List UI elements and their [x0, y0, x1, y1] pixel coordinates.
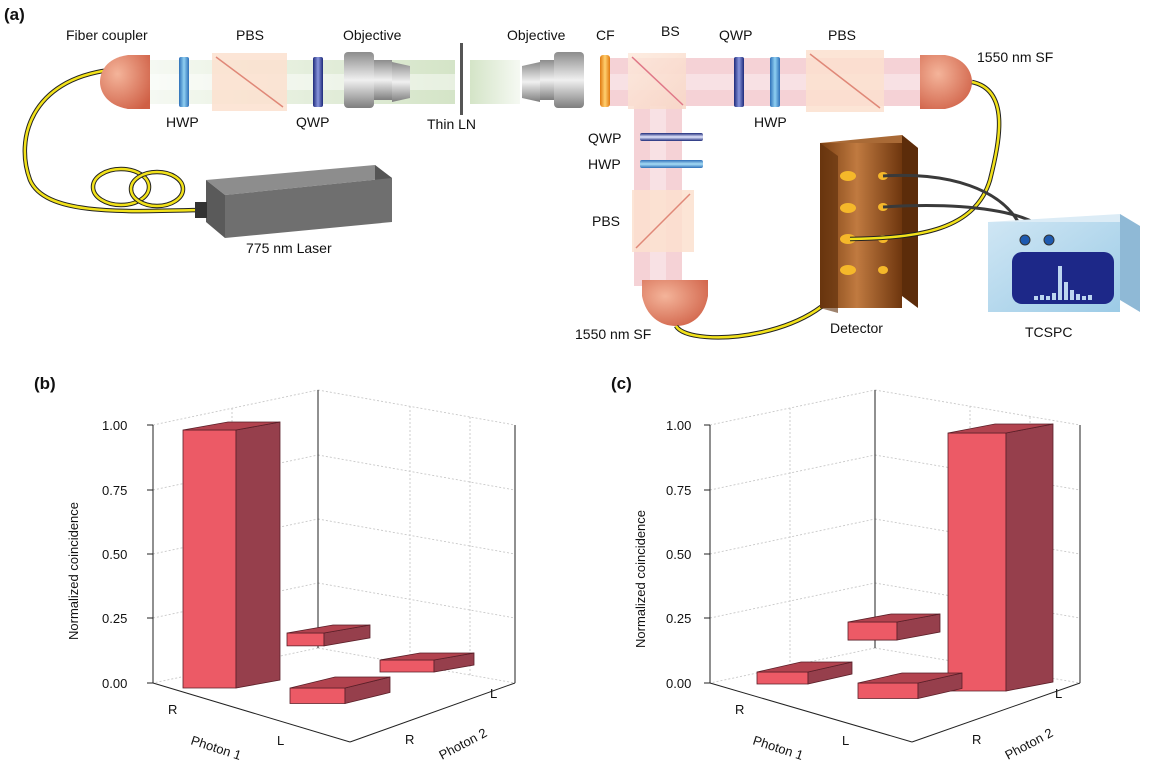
- chart-b-ztick: 0.25: [102, 611, 127, 626]
- bar-L-L: [947, 423, 1054, 692]
- chart-c: (c) 1.00 0.7: [611, 374, 1081, 763]
- pbs-down-label: PBS: [592, 213, 620, 229]
- pbs-left: [212, 53, 287, 111]
- chart-b-bars: [182, 421, 475, 704]
- hwp-down-label: HWP: [588, 156, 621, 172]
- panel-b-label: (b): [34, 374, 56, 393]
- color-filter: [600, 55, 610, 107]
- qwp-down: [640, 133, 703, 141]
- fiber-coil: [90, 166, 186, 209]
- bar-L-L: [379, 652, 475, 673]
- qwp-left: [313, 57, 323, 107]
- chart-c-ylabel: Photon 2: [1002, 725, 1055, 763]
- bar-L-R: [857, 672, 963, 699]
- chart-b-zlabel: Normalized coincidence: [66, 502, 81, 640]
- chart-c-xtick: R: [735, 702, 744, 717]
- laser-box: [195, 165, 392, 238]
- qwp-right: [734, 57, 744, 107]
- objective-right: [522, 52, 584, 108]
- chart-b-xtick: R: [168, 702, 177, 717]
- chart-b-ytick: R: [405, 732, 414, 747]
- pbs-right: [806, 50, 884, 112]
- objective-left-label: Objective: [343, 27, 402, 43]
- hwp-down: [640, 160, 703, 168]
- laser-label: 775 nm Laser: [246, 240, 332, 256]
- chart-c-ytick: R: [972, 732, 981, 747]
- chart-b-ztick: 0.50: [102, 547, 127, 562]
- bs-label: BS: [661, 23, 680, 39]
- chart-b-ylabel: Photon 2: [436, 725, 489, 763]
- tcspc-box: [988, 214, 1140, 312]
- chart-b-xtick: L: [277, 733, 284, 748]
- chart-c-ztick: 0.25: [666, 611, 691, 626]
- hwp-right: [770, 57, 780, 107]
- chart-b-xlabel: Photon 1: [189, 733, 243, 763]
- bar-R-R: [182, 421, 281, 689]
- fiber-coupler-right: [920, 55, 972, 109]
- pbs-left-label: PBS: [236, 27, 264, 43]
- panel-c-label: (c): [611, 374, 632, 393]
- chart-c-zticks: 1.00 0.75 0.50 0.25 0.00: [666, 418, 710, 691]
- tcspc-label: TCSPC: [1025, 324, 1072, 340]
- bar-L-R: [289, 676, 391, 704]
- objective-right-label: Objective: [507, 27, 566, 43]
- thin-ln: [460, 43, 463, 115]
- chart-c-xlabel: Photon 1: [751, 733, 805, 763]
- qwp-left-label: QWP: [296, 114, 329, 130]
- sf-right-label: 1550 nm SF: [977, 49, 1053, 65]
- chart-c-ztick: 0.00: [666, 676, 691, 691]
- bar-R-R: [756, 661, 853, 685]
- qwp-down-label: QWP: [588, 130, 621, 146]
- chart-b-ztick: 0.75: [102, 483, 127, 498]
- hwp-left: [179, 57, 189, 107]
- hwp-right-label: HWP: [754, 114, 787, 130]
- bar-R-L: [286, 624, 371, 647]
- chart-c-ytick: L: [1055, 686, 1062, 701]
- chart-c-zlabel: Normalized coincidence: [633, 510, 648, 648]
- chart-c-ztick: 1.00: [666, 418, 691, 433]
- chart-b-ytick: L: [490, 686, 497, 701]
- detector-label: Detector: [830, 320, 883, 336]
- chart-c-ztick: 0.50: [666, 547, 691, 562]
- fiber-right: [849, 80, 1001, 241]
- chart-b-zticks: 1.00 0.75 0.50 0.25 0.00: [102, 418, 153, 691]
- detector-box: [820, 135, 918, 313]
- objective-left: [344, 52, 410, 108]
- chart-c-ztick: 0.75: [666, 483, 691, 498]
- fiber-coupler-left: [100, 55, 150, 109]
- beam-splitter: [628, 53, 686, 109]
- chart-b: (b) 1.00: [34, 374, 516, 763]
- pbs-right-label: PBS: [828, 27, 856, 43]
- chart-c-xtick: L: [842, 733, 849, 748]
- sf-bottom-label: 1550 nm SF: [575, 326, 651, 342]
- bar-R-L: [847, 613, 941, 641]
- fiber-coupler-label: Fiber coupler: [66, 27, 148, 43]
- pbs-down: [632, 190, 694, 252]
- hwp-left-label: HWP: [166, 114, 199, 130]
- chart-b-ztick: 0.00: [102, 676, 127, 691]
- panel-a-label: (a): [4, 5, 25, 24]
- chart-c-bars: [756, 423, 1054, 699]
- qwp-right-label: QWP: [719, 27, 752, 43]
- fiber-coupler-bottom: [642, 280, 708, 326]
- setup-diagram: (a) 775 nm Laser Fiber coupler: [4, 5, 1140, 342]
- cf-label: CF: [596, 27, 615, 43]
- thin-ln-label: Thin LN: [427, 116, 476, 132]
- chart-b-ztick: 1.00: [102, 418, 127, 433]
